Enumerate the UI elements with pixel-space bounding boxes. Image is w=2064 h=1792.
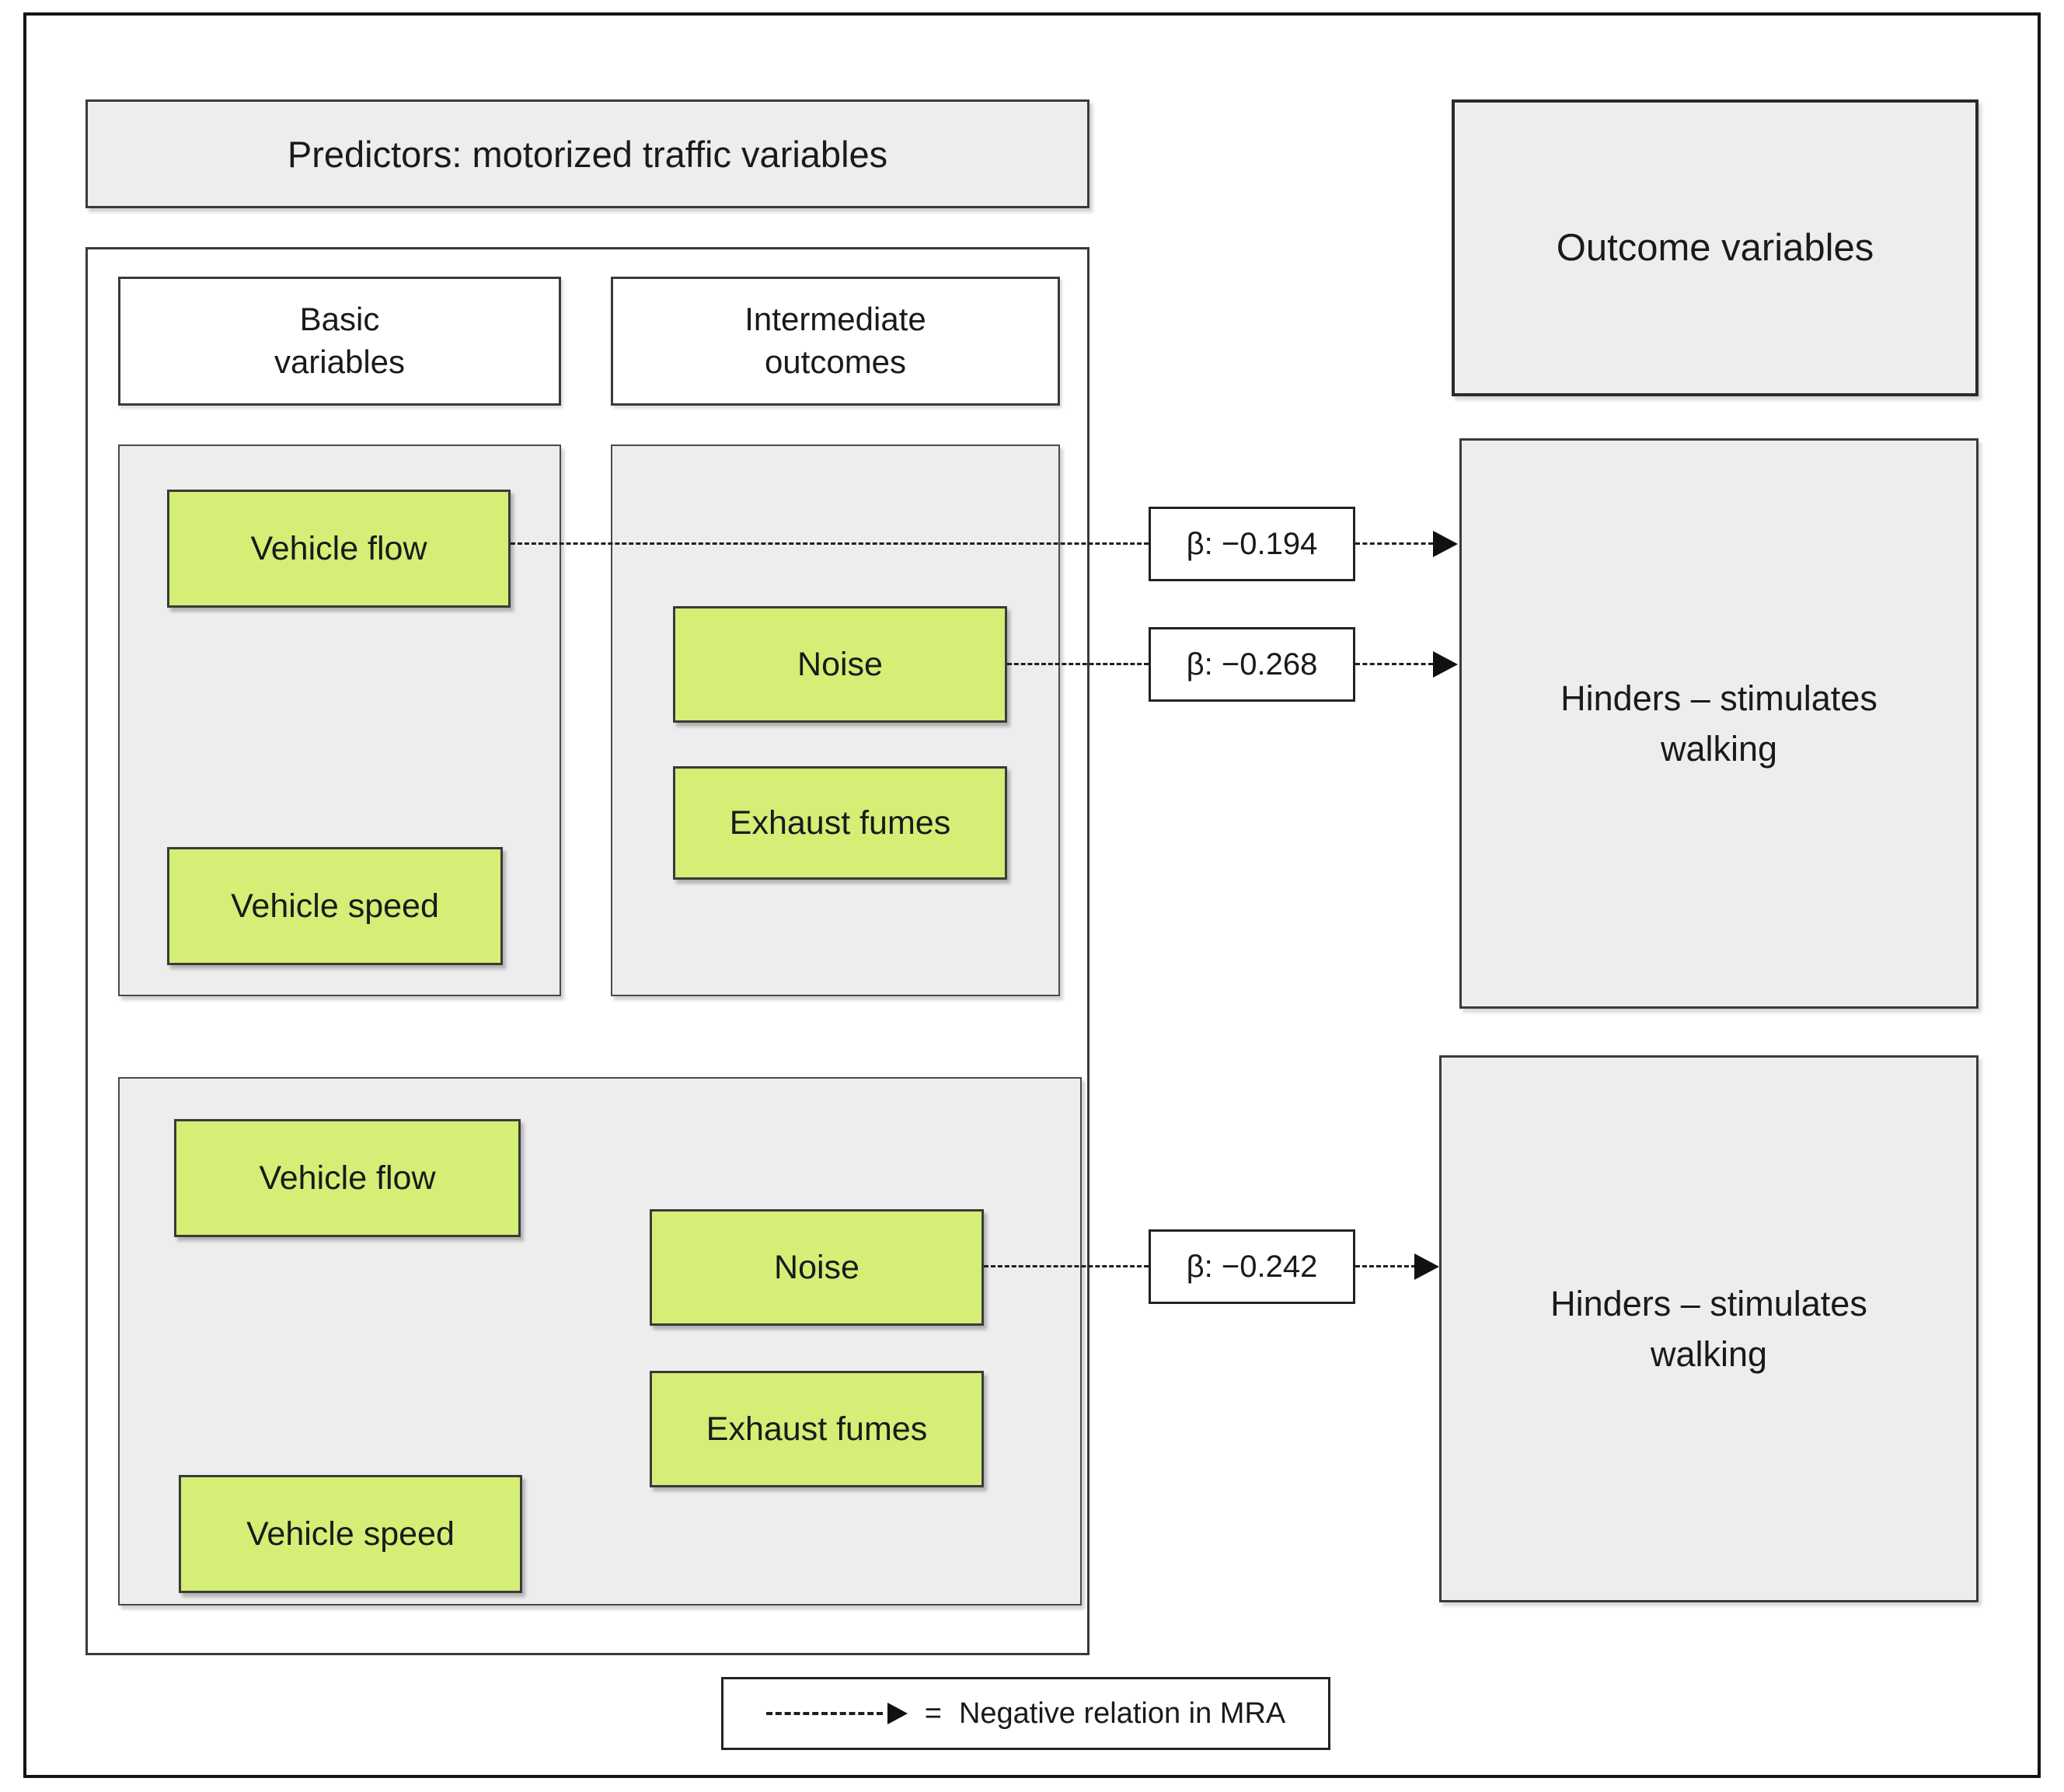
upper-hinders-outcome-label: Hinders – stimulates walking	[1560, 678, 1877, 769]
lower-vehicle-flow-label: Vehicle flow	[259, 1159, 436, 1197]
legend-arrowhead-icon	[887, 1703, 908, 1724]
intermediate-outcomes-label: Intermediate outcomes	[744, 301, 926, 380]
lower-vehicle-speed-box: Vehicle speed	[179, 1475, 522, 1593]
lower-exhaust-fumes-box: Exhaust fumes	[650, 1371, 984, 1487]
upper-vehicle-flow-label: Vehicle flow	[250, 529, 427, 567]
lower-vehicle-flow-box: Vehicle flow	[174, 1119, 521, 1237]
beta-noise-upper-label: β: −0.268	[1186, 647, 1318, 682]
upper-vehicle-flow-connector-2	[1355, 542, 1433, 545]
outcome-variables-header: Outcome variables	[1452, 99, 1979, 396]
legend-equals: =	[924, 1696, 942, 1730]
outcome-variables-label: Outcome variables	[1556, 227, 1874, 269]
upper-exhaust-fumes-box: Exhaust fumes	[673, 766, 1007, 880]
lower-hinders-outcome-box: Hinders – stimulates walking	[1439, 1055, 1979, 1602]
upper-vehicle-flow-connector	[511, 542, 1149, 545]
beta-vehicle-flow-label: β: −0.194	[1186, 526, 1318, 561]
upper-noise-box: Noise	[673, 606, 1007, 723]
legend-label: Negative relation in MRA	[958, 1696, 1286, 1730]
legend-box: = Negative relation in MRA	[721, 1677, 1330, 1750]
lower-noise-label: Noise	[774, 1248, 859, 1286]
upper-noise-connector	[1007, 663, 1149, 665]
beta-noise-lower-label: β: −0.242	[1186, 1249, 1318, 1284]
predictors-title-box: Predictors: motorized traffic variables	[85, 99, 1090, 208]
beta-noise-upper-box: β: −0.268	[1149, 627, 1355, 702]
predictors-title: Predictors: motorized traffic variables	[287, 133, 888, 175]
beta-noise-lower-box: β: −0.242	[1149, 1229, 1355, 1304]
upper-noise-connector-2	[1355, 663, 1433, 665]
upper-vehicle-flow-box: Vehicle flow	[167, 490, 511, 608]
upper-vehicle-speed-box: Vehicle speed	[167, 847, 503, 965]
legend-dashed-arrow-icon	[765, 1712, 883, 1715]
upper-vehicle-flow-arrowhead-icon	[1433, 531, 1458, 557]
lower-noise-box: Noise	[650, 1209, 984, 1326]
basic-variables-label: Basic variables	[274, 301, 406, 380]
intermediate-outcomes-header: Intermediate outcomes	[611, 277, 1060, 406]
upper-noise-arrowhead-icon	[1433, 651, 1458, 678]
upper-hinders-outcome-box: Hinders – stimulates walking	[1459, 438, 1979, 1009]
lower-hinders-outcome-label: Hinders – stimulates walking	[1550, 1283, 1867, 1374]
lower-noise-connector	[984, 1265, 1149, 1267]
lower-noise-connector-2	[1355, 1265, 1416, 1267]
upper-vehicle-speed-label: Vehicle speed	[231, 887, 439, 925]
upper-noise-label: Noise	[797, 645, 883, 683]
lower-exhaust-fumes-label: Exhaust fumes	[706, 1410, 928, 1448]
upper-exhaust-fumes-label: Exhaust fumes	[729, 804, 951, 842]
lower-noise-arrowhead-icon	[1414, 1253, 1439, 1280]
beta-vehicle-flow-box: β: −0.194	[1149, 507, 1355, 581]
basic-variables-header: Basic variables	[118, 277, 561, 406]
lower-vehicle-speed-label: Vehicle speed	[246, 1515, 455, 1553]
